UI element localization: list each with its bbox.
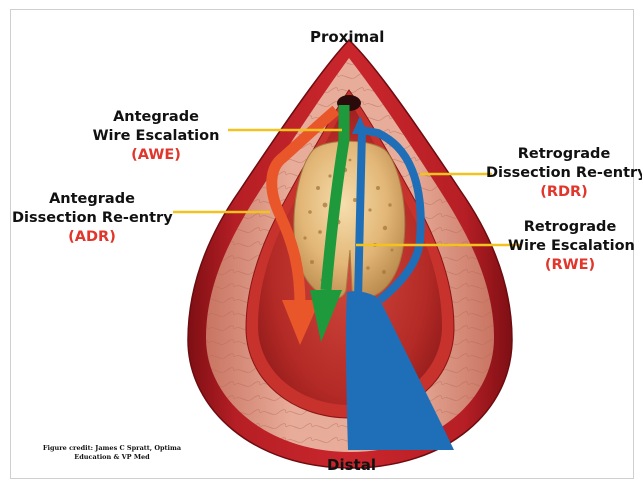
rwe-abbr: (RWE) (508, 256, 632, 275)
rwe-label: Retrograde Wire Escalation (RWE) (508, 218, 632, 275)
distal-label: Distal (327, 456, 376, 475)
rdr-line2: Dissection Re-entry (486, 164, 642, 183)
adr-abbr: (ADR) (12, 228, 172, 247)
awe-line1: Antegrade (81, 108, 231, 127)
credit-line1: Figure credit: James C Spratt, Optima (38, 444, 186, 453)
figure-credit: Figure credit: James C Spratt, Optima Ed… (38, 444, 186, 462)
awe-line2: Wire Escalation (81, 127, 231, 146)
proximal-label: Proximal (310, 28, 384, 47)
rwe-line2: Wire Escalation (508, 237, 632, 256)
awe-abbr: (AWE) (81, 146, 231, 165)
awe-label: Antegrade Wire Escalation (AWE) (81, 108, 231, 165)
rwe-line1: Retrograde (508, 218, 632, 237)
adr-line2: Dissection Re-entry (12, 209, 172, 228)
rdr-label: Retrograde Dissection Re-entry (RDR) (486, 145, 642, 202)
credit-line2: Education & VP Med (38, 453, 186, 462)
adr-line1: Antegrade (12, 190, 172, 209)
adr-label: Antegrade Dissection Re-entry (ADR) (12, 190, 172, 247)
rdr-line1: Retrograde (486, 145, 642, 164)
rdr-abbr: (RDR) (486, 183, 642, 202)
